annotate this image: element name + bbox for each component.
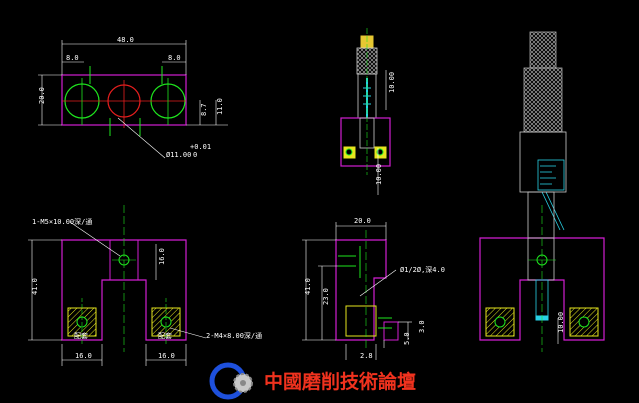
tolerance-upper: +0.01 xyxy=(190,143,211,151)
small-side-outline xyxy=(340,117,391,167)
front-right-offset-dim: 8.0 xyxy=(168,54,181,62)
bottom-middle-2-8-dim: 2.8 xyxy=(360,352,373,360)
bottom-middle-3-0-dim: 3.0 xyxy=(418,320,426,333)
forum-logo xyxy=(209,362,253,400)
bottom-right-dim: 10.00 xyxy=(557,312,565,333)
small-side-bottom-dim: 10.00 xyxy=(375,164,383,185)
front-height-dim: 20.0 xyxy=(38,87,46,104)
front-left-offset-dim: 8.0 xyxy=(66,54,79,62)
pin-label-right: 配套 xyxy=(158,331,172,340)
front-8-7-dim: 8.7 xyxy=(200,103,208,116)
bottom-middle-height-dim: 41.0 xyxy=(304,278,312,295)
bottom-left-depth-dim: 16.0 xyxy=(158,248,166,265)
bottom-left-left-width-dim: 16.0 xyxy=(75,352,92,360)
bottom-middle-view: 20.0 Ø1/2Ø,深4.0 41.0 23.0 3.0 5.0 2.8 xyxy=(302,217,445,360)
hole-diameter-dim: Ø11.00 xyxy=(166,151,191,159)
bottom-right-view: 10.00 xyxy=(479,205,605,352)
bottom-left-right-width-dim: 16.0 xyxy=(158,352,175,360)
bottom-right-outline xyxy=(479,237,605,341)
bottom-middle-5-0-dim: 5.0 xyxy=(403,332,411,345)
small-side-view: 10.00 10.00 xyxy=(340,28,396,195)
bottom-left-hole-callout: 2-M4×8.00深/通 xyxy=(206,331,262,340)
front-11-0-dim: 11.0 xyxy=(216,98,224,115)
thread-callout: 1-M5×10.00深/通 xyxy=(32,217,92,226)
pin-label-left: 配套 xyxy=(74,331,88,340)
bottom-left-height-dim: 41.0 xyxy=(31,278,39,295)
bottom-middle-outline xyxy=(335,239,387,341)
small-side-top-dim: 10.00 xyxy=(388,72,396,93)
watermark: 中國磨削技術論壇 xyxy=(209,362,416,400)
tolerance-lower: 0 xyxy=(193,151,197,159)
watermark-text: 中國磨削技術論壇 xyxy=(264,370,416,393)
micrometer-detail xyxy=(519,31,567,239)
front-view: 48.0 8.0 8.0 20.0 8.7 11.0 Ø11.00 +0.01 … xyxy=(38,36,228,159)
front-width-dim: 48.0 xyxy=(117,36,134,44)
bottom-middle-width-dim: 20.0 xyxy=(354,217,371,225)
bottom-left-view: 1-M5×10.00深/通 16.0 41.0 2-M4×8.00深/通 16.… xyxy=(28,205,262,366)
bottom-left-outline xyxy=(61,239,187,341)
bottom-middle-hole-callout: Ø1/2Ø,深4.0 xyxy=(400,265,445,274)
bottom-middle-inner-height-dim: 23.0 xyxy=(322,288,330,305)
